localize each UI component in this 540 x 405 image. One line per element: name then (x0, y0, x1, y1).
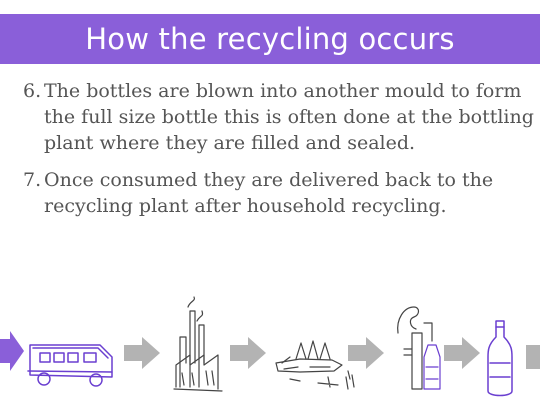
bottle-icon (487, 320, 513, 397)
recycling-process-illustration (0, 296, 540, 397)
list-item-text: The bottles are blown into another mould… (44, 80, 534, 154)
slide-title: How the recycling occurs (0, 14, 540, 64)
arrow-right-icon (348, 337, 384, 369)
arrow-right-icon (526, 345, 540, 369)
arrow-right-icon (0, 331, 24, 371)
factory-icon (173, 296, 223, 392)
list-item-number: 7. (23, 169, 42, 191)
crushed-bottles-icon (275, 340, 355, 390)
slide-body: 6. The bottles are blown into another mo… (0, 78, 540, 230)
list-item: 7. Once consumed they are delivered back… (0, 167, 540, 219)
list-item-text: Once consumed they are delivered back to… (44, 169, 494, 217)
arrow-right-icon (444, 337, 480, 369)
arrow-right-icon (230, 337, 266, 369)
arrow-right-icon (124, 337, 160, 369)
bottle-blowing-machine-icon (397, 306, 441, 390)
list-item: 6. The bottles are blown into another mo… (0, 78, 540, 156)
list-item-number: 6. (23, 80, 42, 102)
truck-icon (27, 344, 113, 387)
